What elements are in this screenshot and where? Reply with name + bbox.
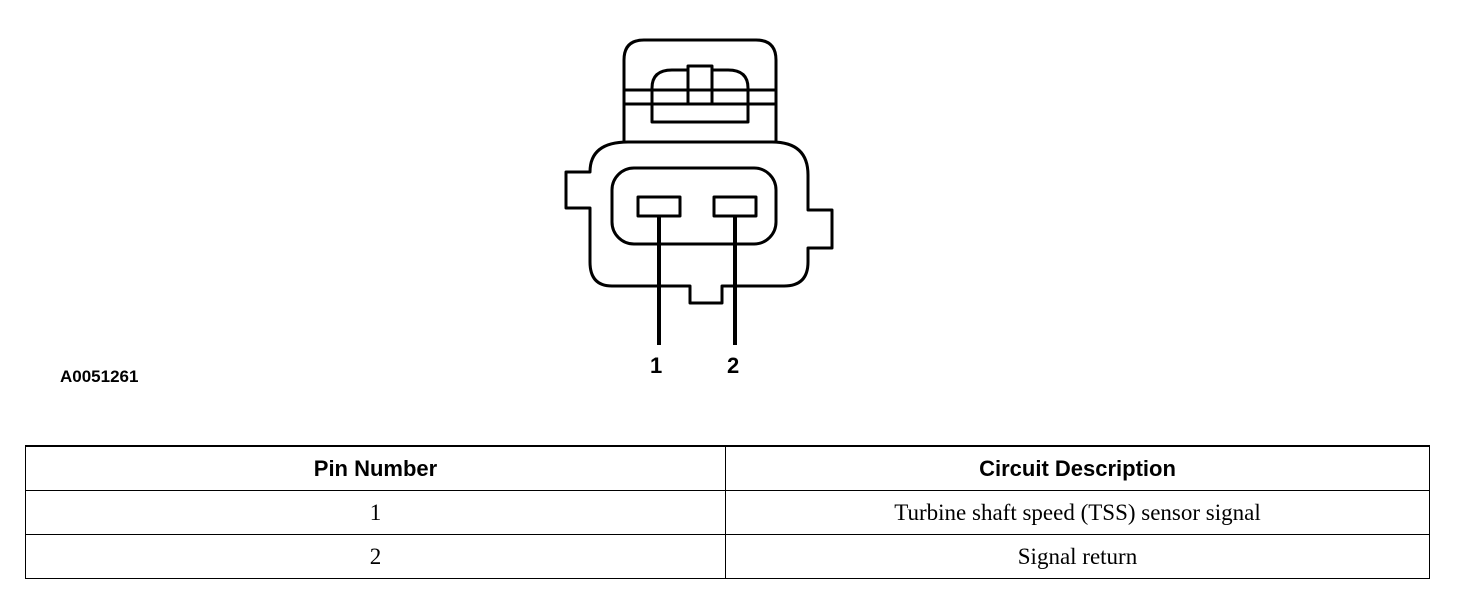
connector-body (564, 140, 834, 305)
connector-latch-housing (622, 38, 778, 142)
table-header-row: Pin Number Circuit Description (25, 445, 1430, 491)
pinout-table: Pin Number Circuit Description 1 Turbine… (25, 445, 1430, 579)
terminal-pin-2 (712, 195, 758, 218)
pin-callout-1: 1 (650, 353, 663, 378)
cell-circuit-description: Turbine shaft speed (TSS) sensor signal (725, 490, 1430, 535)
terminal-pin-1 (636, 195, 682, 218)
cell-circuit-description: Signal return (725, 534, 1430, 579)
connector-diagram (564, 38, 834, 345)
header-pin-number: Pin Number (25, 445, 726, 491)
latch-tab (650, 64, 750, 124)
pin-callout-2: 2 (727, 353, 740, 378)
cell-pin-number: 2 (25, 534, 726, 579)
table-row: 2 Signal return (25, 534, 1430, 579)
terminal-cavity (610, 166, 778, 246)
header-circuit-description: Circuit Description (725, 445, 1430, 491)
table-row: 1 Turbine shaft speed (TSS) sensor signa… (25, 490, 1430, 535)
cell-pin-number: 1 (25, 490, 726, 535)
figure-id-label: A0051261 (60, 367, 139, 386)
